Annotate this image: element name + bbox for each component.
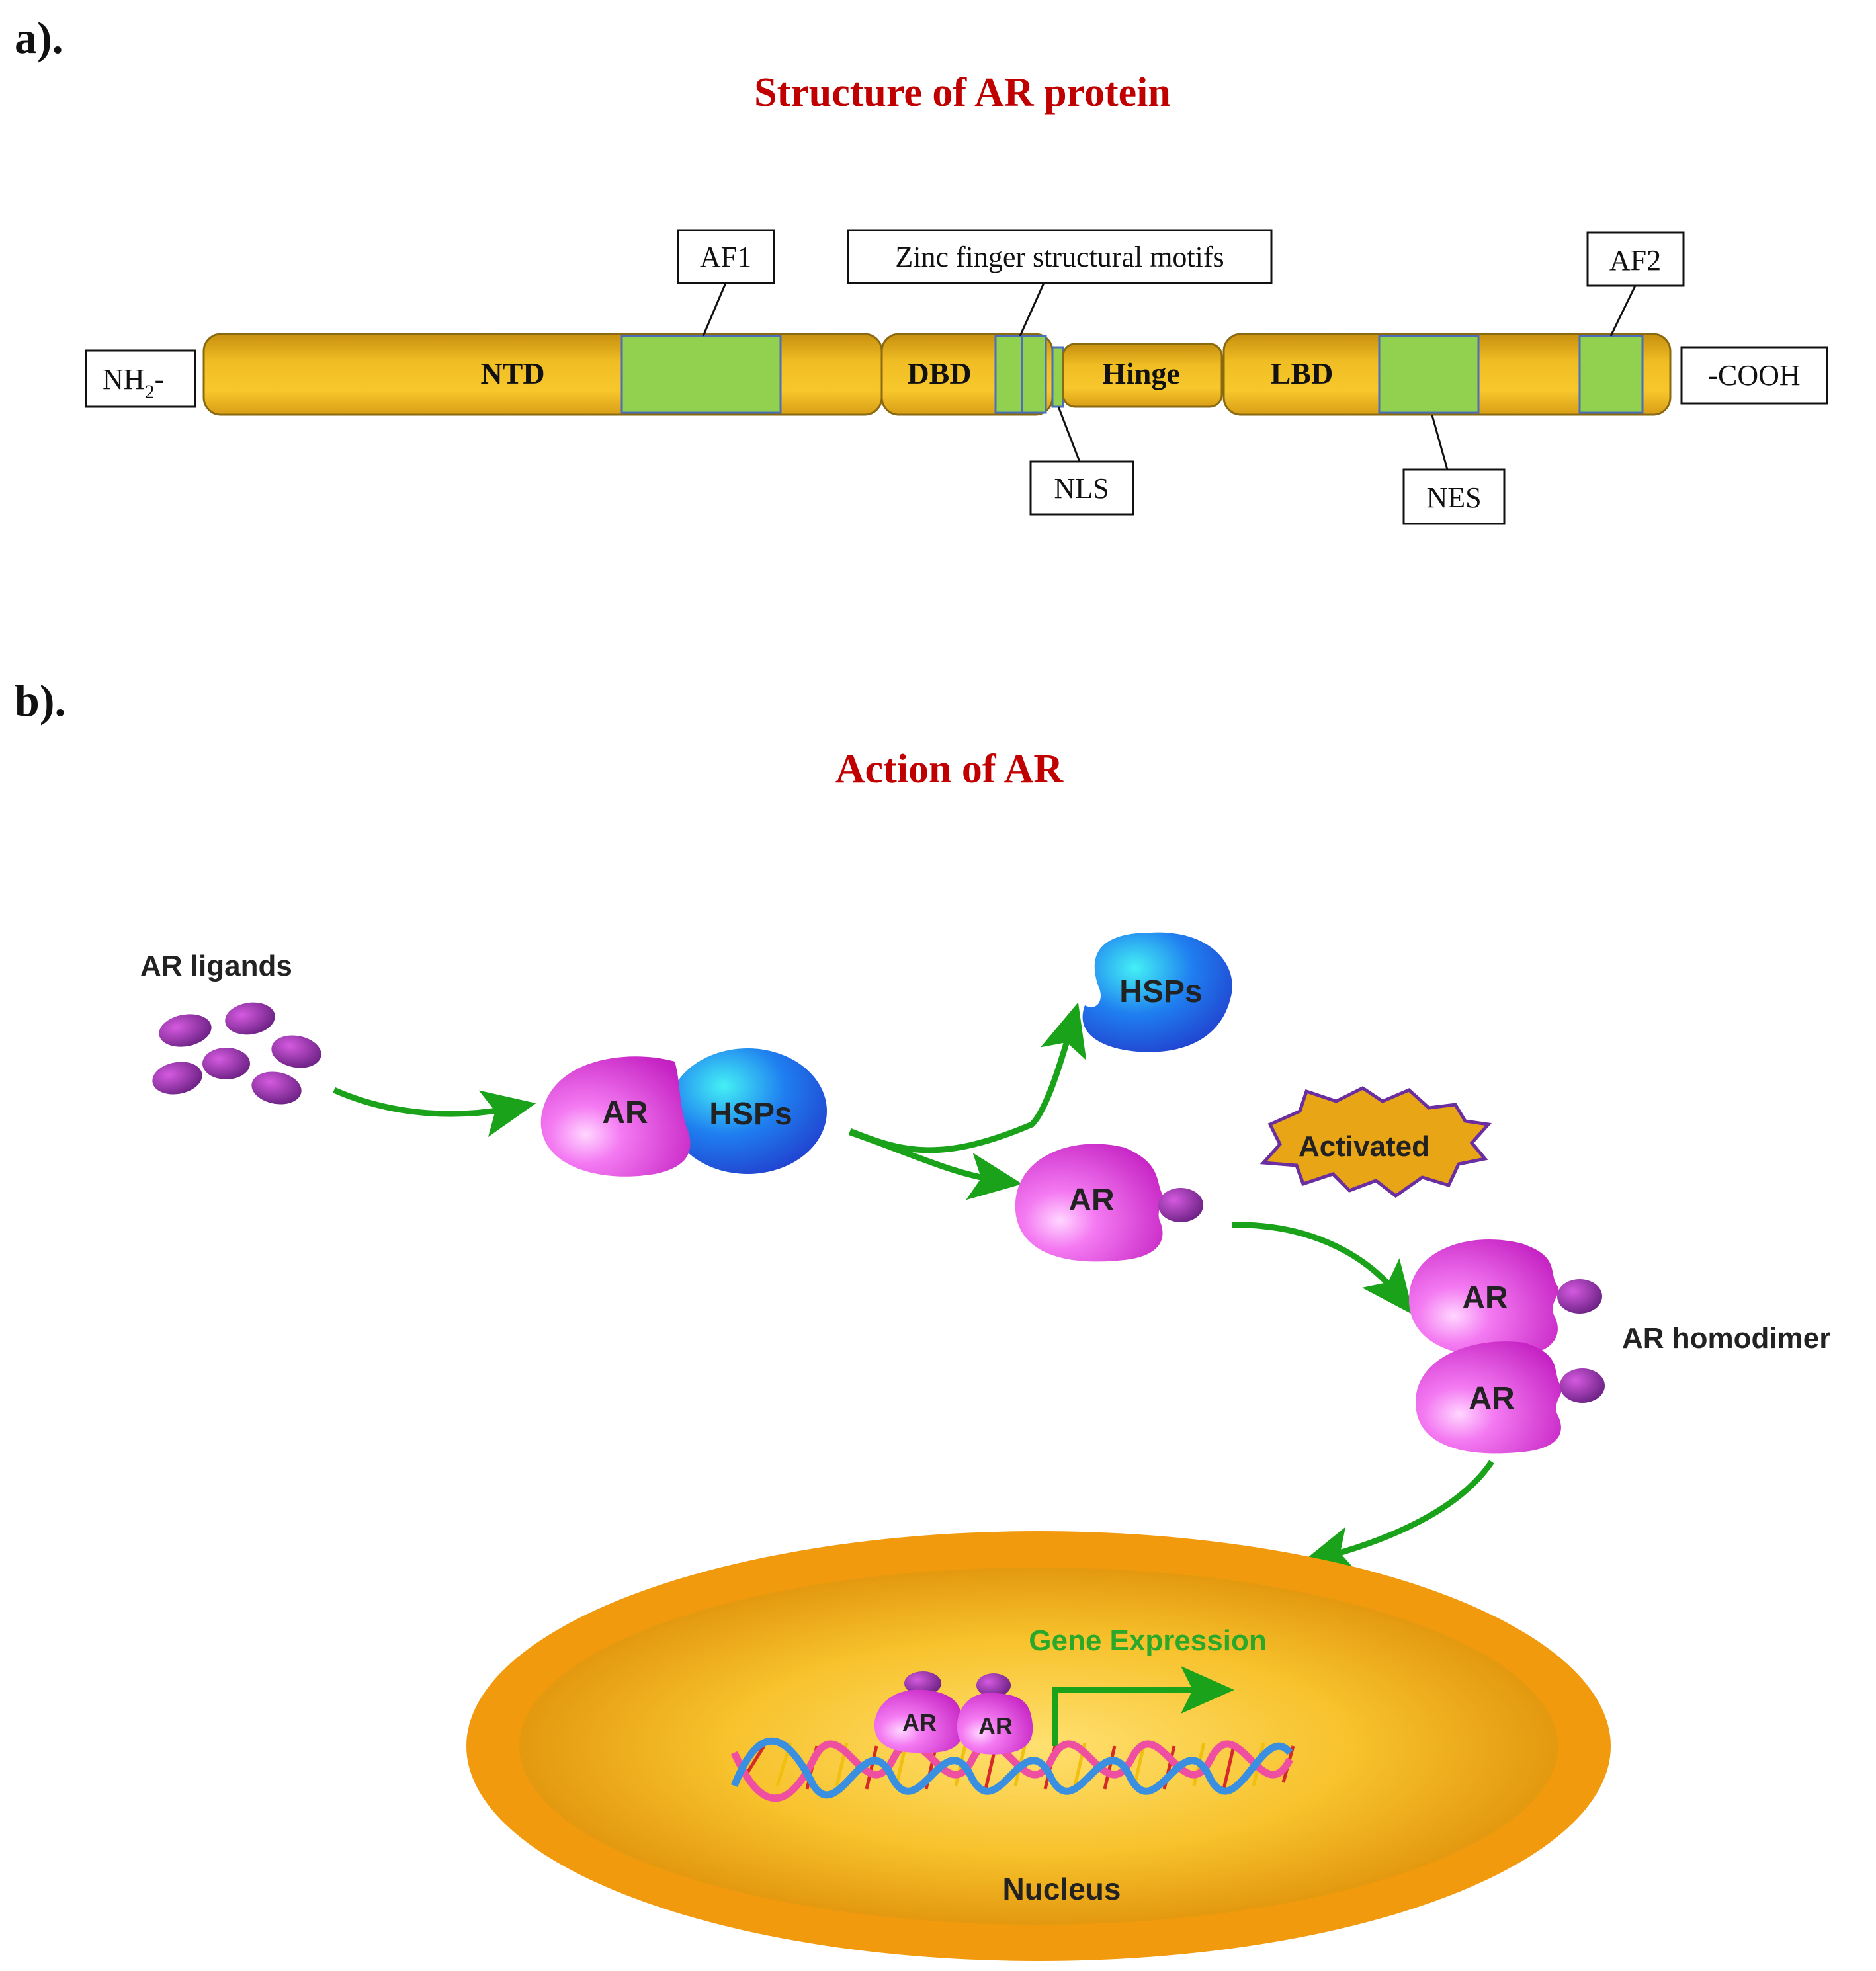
svg-text:AF2: AF2 [1609,244,1661,276]
svg-text:AR: AR [902,1709,937,1736]
nls-motif [1051,346,1064,408]
panel-b-title: Action of AR [835,747,1064,792]
activated-starburst: Activated [1259,1086,1492,1198]
dna-helix [730,1738,1295,1802]
gene-expression-arrow [1052,1666,1234,1746]
nes-callout: NES [1402,415,1506,525]
dbd-domain: DBD [880,333,1054,416]
nls-callout: NLS [1029,406,1134,516]
svg-text:NH2-: NH2- [103,363,164,403]
zinc-finger-motif-1 [994,335,1023,414]
arrow-into-nucleus [1300,1460,1494,1573]
af1-motif [620,335,782,414]
ntd-domain: NTD [202,333,883,416]
svg-text:AR: AR [1068,1183,1114,1218]
ar-homodimer: AR AR [1409,1239,1605,1454]
svg-text:-COOH: -COOH [1708,359,1800,392]
svg-text:NTD: NTD [480,356,544,390]
ar-ligands-label: AR ligands [140,950,292,982]
panel-a-label: a). [15,13,64,63]
svg-text:Activated: Activated [1299,1130,1429,1163]
svg-text:AR: AR [1462,1280,1508,1316]
svg-text:AR: AR [602,1095,648,1130]
nucleus [466,1531,1611,1961]
gene-expression-label: Gene Expression [1029,1624,1266,1657]
activated-ar: AR [1015,1144,1203,1262]
ar-dimer-on-dna: AR AR [874,1671,1033,1755]
af2-motif [1578,335,1644,414]
svg-text:NLS: NLS [1054,472,1109,505]
ar-hsps-complex: AR HSPs [540,1048,827,1177]
arrow-ligand-to-complex [333,1087,536,1138]
svg-text:Zinc finger structural motifs: Zinc finger structural motifs [895,241,1224,273]
svg-text:Hinge: Hinge [1102,356,1180,390]
af2-callout: AF2 [1586,231,1685,337]
arrow-to-homodimer [1231,1222,1414,1316]
nes-motif [1378,335,1480,414]
svg-text:DBD: DBD [907,356,971,390]
hinge-domain: Hinge [1062,343,1223,408]
svg-text:LBD: LBD [1271,356,1334,390]
panel-a-title: Structure of AR protein [754,70,1171,115]
zinc-finger-callout: Zinc finger structural motifs [847,229,1273,337]
lbd-domain: LBD [1222,333,1672,416]
arrow-to-activated-ar [849,1129,1023,1200]
free-hsps: HSPs [1082,932,1232,1052]
svg-text:AR: AR [1469,1381,1514,1416]
svg-text:AR: AR [978,1712,1013,1740]
c-terminal-label: -COOH [1680,346,1828,405]
svg-text:AF1: AF1 [700,241,751,273]
n-terminal-label: NH2- [85,349,196,408]
af1-callout: AF1 [677,229,775,337]
ar-ligands-cluster [152,1002,321,1105]
svg-text:NES: NES [1426,482,1481,514]
ar-homodimer-label: AR homodimer [1622,1322,1830,1355]
zinc-finger-motif-2 [1021,335,1047,414]
panel-b-label: b). [15,675,65,726]
nucleus-label: Nucleus [1003,1872,1121,1906]
arrow-to-free-hsps [849,1002,1087,1153]
svg-text:HSPs: HSPs [1119,974,1202,1009]
svg-text:HSPs: HSPs [709,1097,792,1132]
